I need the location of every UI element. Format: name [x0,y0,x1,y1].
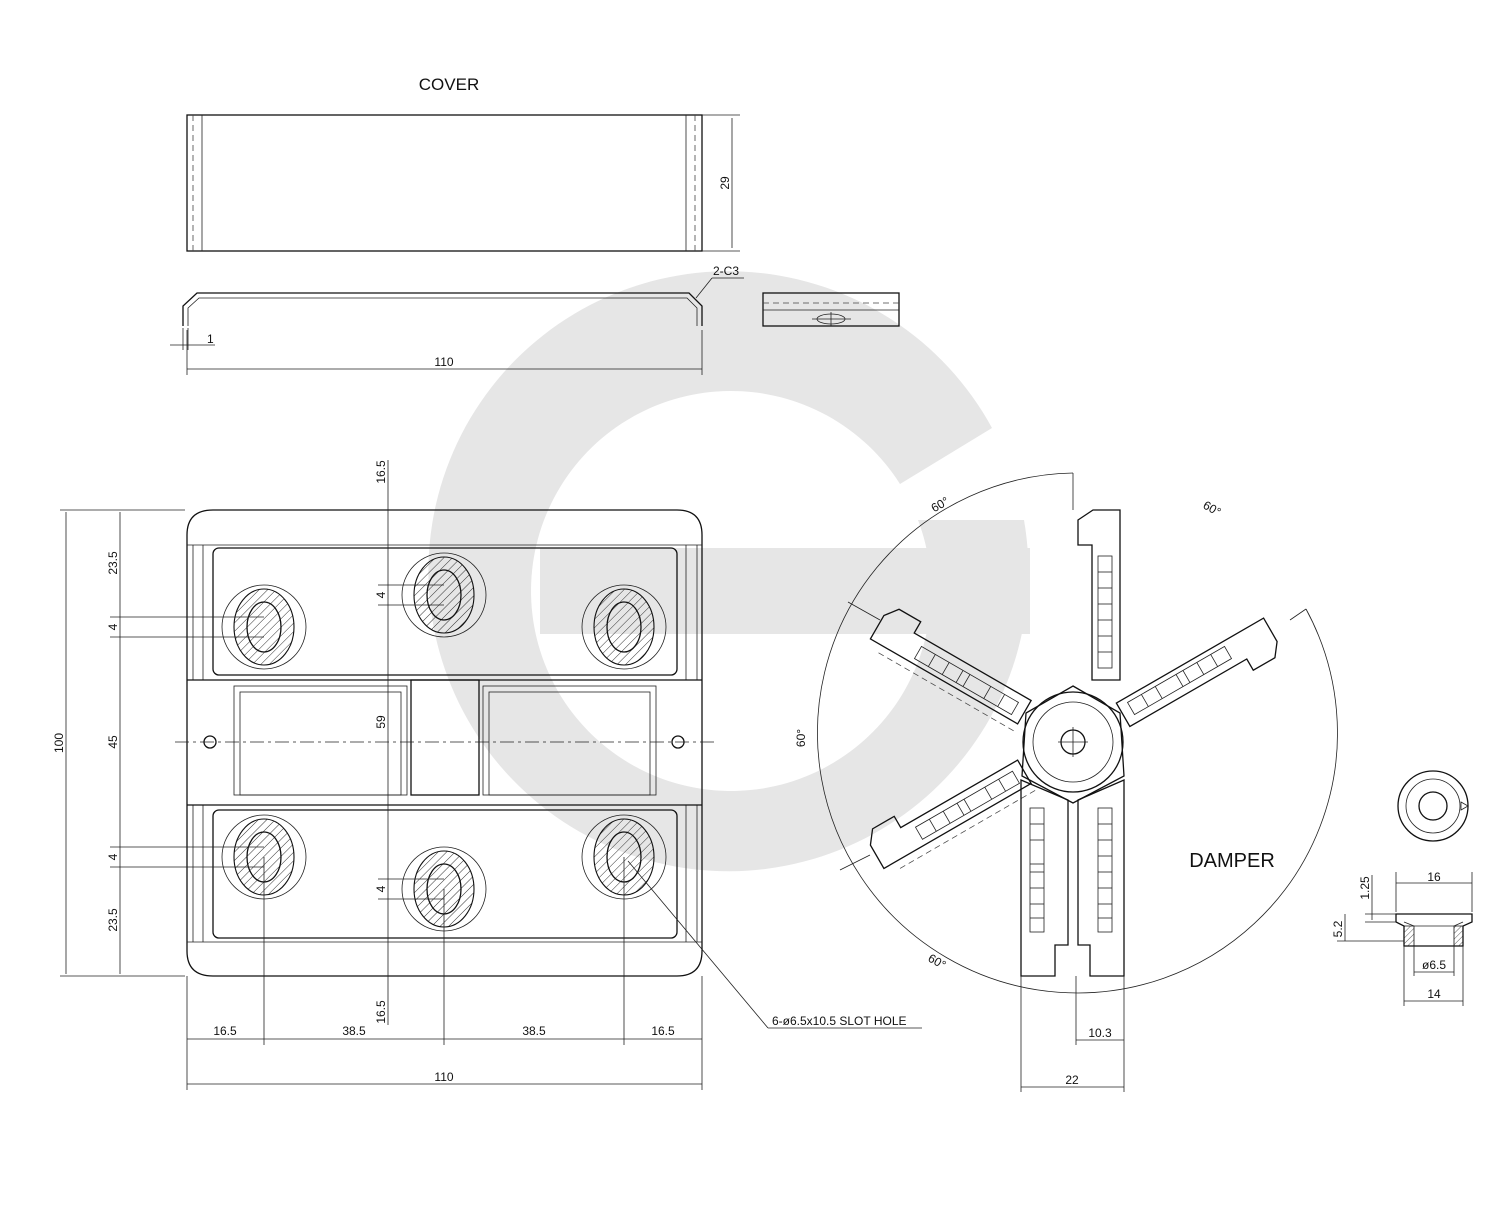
damper-angle-c: 60° [794,729,808,747]
plan-x3-dim: 38.5 [522,1024,546,1038]
damper-angle-d: 60° [926,951,949,972]
damper-title: DAMPER [1189,850,1275,872]
plan-center-slot-top-dim: 4 [374,591,388,598]
plan-top-offset-dim: 23.5 [106,551,120,575]
bushing-view: 16 1.25 5.2 ø6.5 14 [1331,770,1473,1006]
cover-profile [182,292,703,326]
damper-arm-right [1115,617,1278,728]
plan-outer-body [186,509,703,977]
plan-x4-dim: 16.5 [651,1024,675,1038]
damper-angle-b: 60° [1201,498,1224,519]
damper-angle-arc [817,472,1338,994]
damper-pair-width-dim: 22 [1065,1073,1079,1087]
damper-arm-bottom-right [1077,779,1125,977]
pin-hole-right [671,735,685,749]
damper-arm-upper-left [869,608,1033,732]
cover-thickness-dim: 1 [207,332,214,346]
damper-arm-bottom-left [1020,779,1069,977]
plan-total-height-dim: 100 [52,733,66,753]
bushing-top-dia-dim: 16 [1427,870,1441,884]
bushing-bottom-dia-dim: 14 [1427,987,1441,1001]
plan-center-span-dim: 59 [374,715,388,729]
damper-arm-width-dim: 10.3 [1088,1026,1112,1040]
damper-angle-a: 60° [929,494,952,515]
watermark-ring [428,271,1029,872]
chamfer-label: 2-C3 [713,264,739,278]
plan-x1-dim: 16.5 [213,1024,237,1038]
plan-view: 6-ø6.5x10.5 SLOT HOLE 100 23.5 4 45 4 23… [52,460,922,1090]
bushing-lip-dim: 1.25 [1358,876,1372,900]
plan-center-slot-bottom-dim: 4 [374,885,388,892]
cover-length-dim: 110 [434,355,453,369]
plan-x2-dim: 38.5 [342,1024,366,1038]
upper-plate [212,547,678,676]
bushing-hole-dim: ø6.5 [1422,958,1446,972]
cover-view: COVER 29 2-C3 1 110 [170,75,900,375]
plan-top-margin-dim: 16.5 [374,460,388,484]
cover-end-view [762,292,900,327]
slot-hole [221,584,307,670]
pin-hole-left [203,735,217,749]
plan-slot-offset-top-dim: 4 [106,623,120,630]
cover-title: COVER [419,75,479,94]
lower-plate [212,809,678,939]
damper-hub [1021,685,1125,804]
slot-hole-label: 6-ø6.5x10.5 SLOT HOLE [772,1014,907,1028]
slot-hole [581,584,667,670]
plan-total-width-dim: 110 [434,1070,453,1084]
bushing-height-dim: 5.2 [1331,920,1345,937]
cover-height-dim: 29 [718,176,732,190]
damper-arm-lower-left [869,759,1036,871]
watermark-logo [428,271,1030,872]
damper-arm-top [1077,509,1121,681]
cover-top-body [186,114,703,252]
plan-middle-dim: 45 [106,735,120,749]
plan-bottom-margin-dim: 16.5 [374,1000,388,1024]
damper-view: 60° 60° 60° 60° [794,472,1338,1092]
plan-slot-offset-bottom-dim: 4 [106,853,120,860]
plan-bottom-offset-dim: 23.5 [106,908,120,932]
slot-hole [401,552,487,638]
